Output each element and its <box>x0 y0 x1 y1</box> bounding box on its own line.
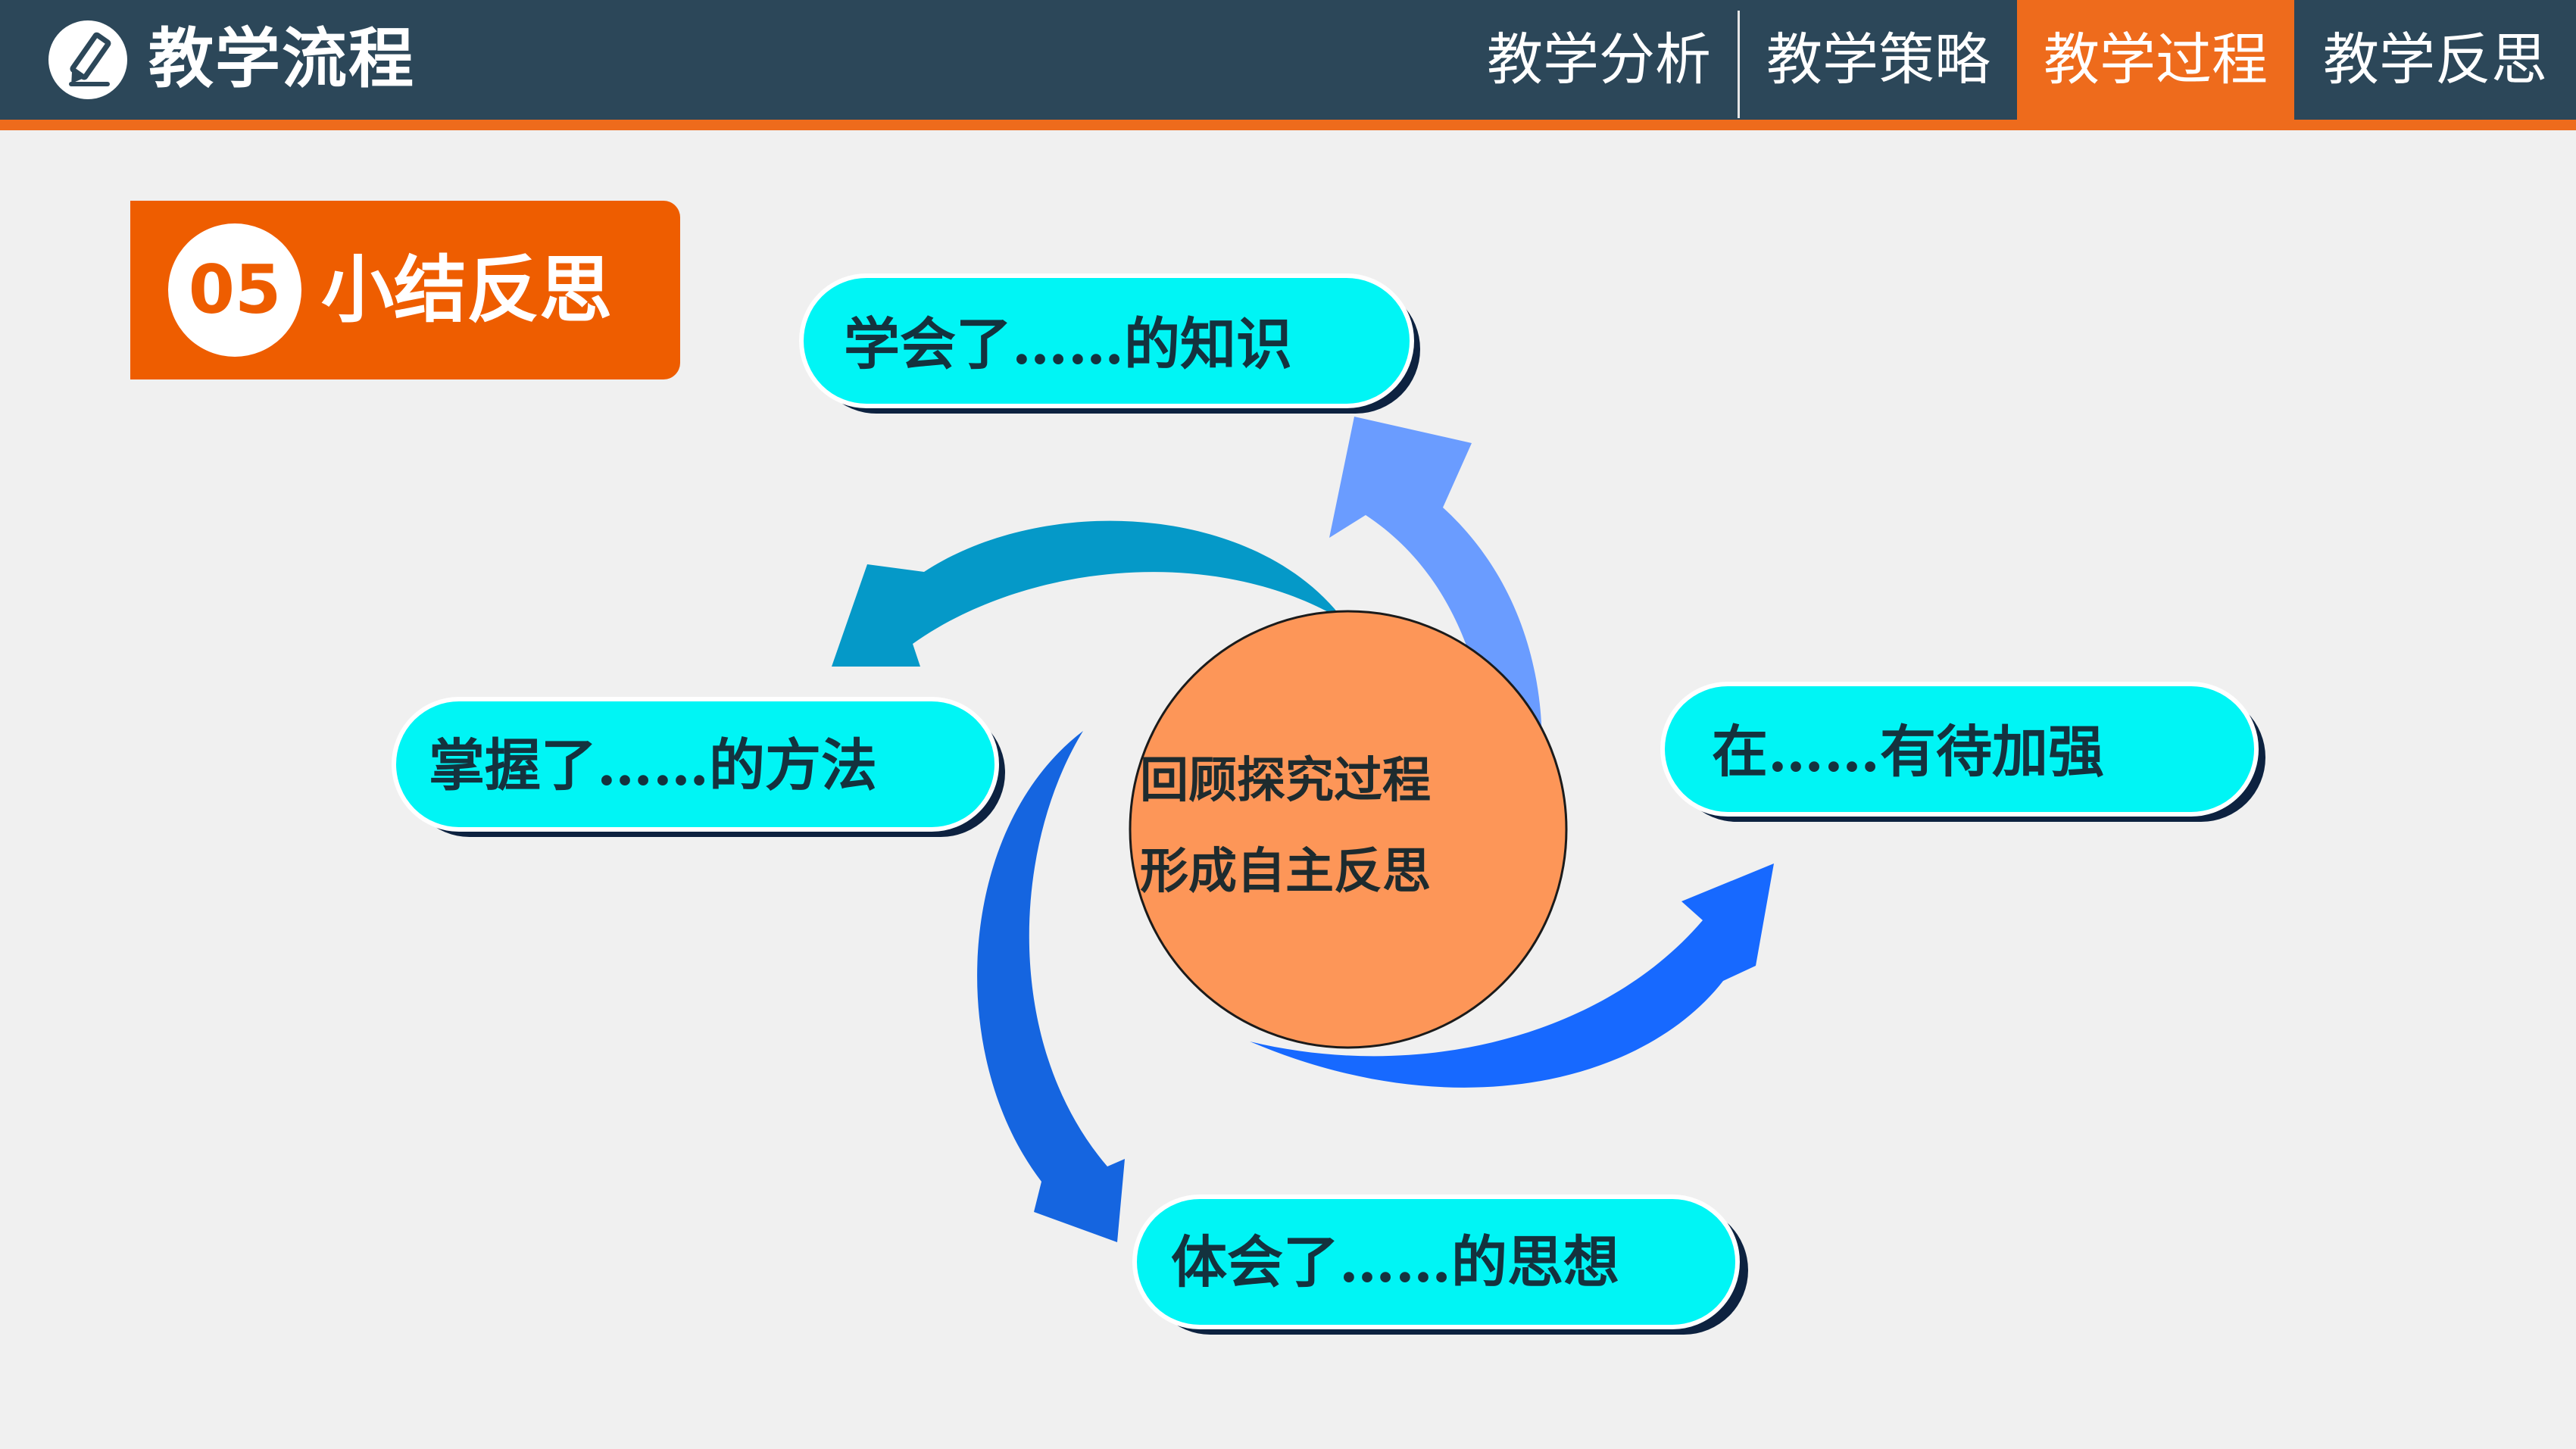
tab-teaching-strategy[interactable]: 教学策略 <box>1740 0 2017 120</box>
header-accent-line <box>0 120 2576 130</box>
section-title: 小结反思 <box>321 248 612 333</box>
tab-divider <box>1738 11 1740 118</box>
tab-teaching-reflection[interactable]: 教学反思 <box>2294 0 2576 120</box>
tab-label: 教学分析 <box>1487 27 1711 92</box>
nav-tabs: 教学分析 教学策略 教学过程 教学反思 <box>1458 0 2576 120</box>
tab-teaching-process[interactable]: 教学过程 <box>2017 0 2294 120</box>
outcome-pill-thought: 体会了……的思想 <box>1132 1194 1748 1335</box>
outcome-label: 体会了……的思想 <box>1171 1230 1619 1295</box>
outcome-label: 学会了……的知识 <box>844 312 1292 377</box>
center-text-line2: 形成自主反思 <box>1140 843 1431 900</box>
outcome-pill-improvement: 在……有待加强 <box>1660 682 2265 822</box>
outcome-pill-method: 掌握了……的方法 <box>392 697 1005 837</box>
section-badge: 05 小结反思 <box>130 201 680 379</box>
arrow-to-improvement <box>1250 863 1774 1088</box>
outcome-label: 掌握了……的方法 <box>429 733 877 798</box>
arrow-to-thought <box>977 731 1125 1242</box>
pencil-icon <box>48 20 127 99</box>
header-bar: 教学流程 教学分析 教学策略 教学过程 教学反思 <box>0 0 2576 120</box>
arrow-to-method <box>832 520 1344 667</box>
tab-label: 教学过程 <box>2044 27 2268 92</box>
tab-label: 教学策略 <box>1766 27 1991 92</box>
app-title: 教学流程 <box>148 21 415 97</box>
center-circle <box>1129 610 1568 1049</box>
tab-label: 教学反思 <box>2323 27 2547 92</box>
outcome-label: 在……有待加强 <box>1712 720 2104 785</box>
section-number: 05 <box>168 223 301 357</box>
tab-teaching-analysis[interactable]: 教学分析 <box>1458 0 1740 120</box>
center-text-line1: 回顾探究过程 <box>1140 752 1431 809</box>
outcome-pill-knowledge: 学会了……的知识 <box>799 273 1420 414</box>
